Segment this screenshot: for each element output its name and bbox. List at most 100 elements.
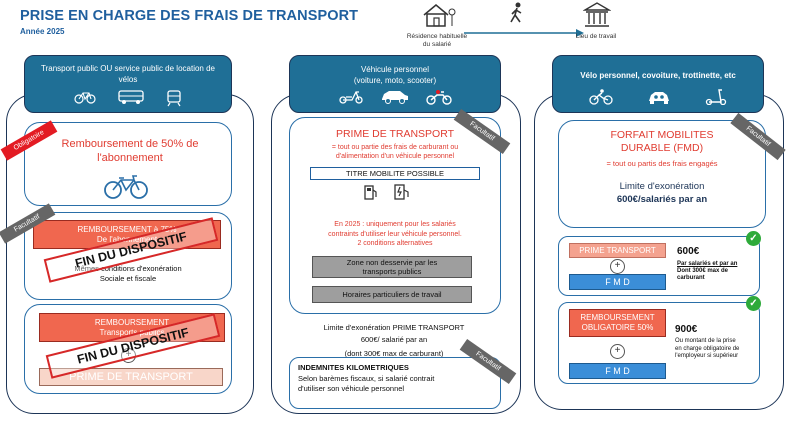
btn-remboursement-obligatoire: REMBOURSEMENT OBLIGATOIRE 50% bbox=[569, 309, 666, 337]
fmd-limit-line2: 600€/salariés par an bbox=[616, 194, 708, 205]
limit-prime-transport-line3: (dont 300€ max de carburant) bbox=[344, 349, 444, 358]
header-soft-mobility: Vélo personnel, covoiture, trottinette, … bbox=[552, 55, 764, 113]
box1-amount: 600€ bbox=[677, 246, 700, 257]
building-icon bbox=[583, 1, 611, 29]
header-personal-vehicle-line1: Véhicule personnel bbox=[360, 65, 430, 74]
fmd-title: FORFAIT MOBILITES DURABLE (FMD) bbox=[559, 129, 765, 155]
transport-icons bbox=[25, 90, 231, 107]
header-personal-vehicle-line2: (voiture, moto, scooter) bbox=[353, 76, 437, 85]
ik-text-line1: Selon barèmes fiscaux, si salarié contra… bbox=[298, 374, 435, 383]
bike-icon bbox=[74, 90, 96, 107]
header-soft-mobility-text: Vélo personnel, covoiture, trottinette, … bbox=[580, 71, 736, 80]
conditions-2025: En 2025 : uniquement pour les salariés c… bbox=[290, 220, 500, 249]
condition-zone-line1: Zone non desservie par les bbox=[346, 258, 438, 267]
scooter-icon bbox=[338, 89, 364, 105]
limit-prime-transport-line1: Limite d'exonération PRIME TRANSPORT bbox=[323, 323, 465, 332]
fmd-sub: = tout ou partis des frais engagés bbox=[606, 159, 718, 168]
card-fmd: FORFAIT MOBILITES DURABLE (FMD) = tout o… bbox=[558, 120, 766, 228]
train-icon bbox=[166, 90, 182, 107]
btn-prime-transport-fmd: PRIME TRANSPORT bbox=[569, 243, 666, 258]
btn-reimbursement-transports-line1: REMBOURSEMENT bbox=[94, 318, 170, 327]
limit-prime-transport: Limite d'exonération PRIME TRANSPORT 600… bbox=[289, 322, 499, 360]
prime-transport-box: PRIME DE TRANSPORT bbox=[39, 368, 223, 386]
home-label-line1: Résidence habituelle bbox=[406, 33, 468, 40]
btn-remboursement-obligatoire-line2: OBLIGATOIRE 50% bbox=[581, 323, 654, 332]
ik-text-line2: d'utiliser son véhicule personnel bbox=[298, 384, 405, 393]
box1-note-line3: carburant bbox=[677, 275, 705, 281]
card-remboursement-plus-fmd: REMBOURSEMENT OBLIGATOIRE 50% + F M D 90… bbox=[558, 302, 760, 384]
btn-reimbursement-transports-line2: Transports publics bbox=[99, 328, 165, 337]
conditions-text: Mêmes conditions d'exonération Sociale e… bbox=[25, 264, 231, 284]
btn-remboursement-obligatoire-line1: REMBOURSEMENT bbox=[580, 313, 655, 322]
btn-reimbursement-75-line2: De l'abonnement bbox=[96, 235, 158, 244]
btn-reimbursement-transports: REMBOURSEMENT Transports publics bbox=[39, 313, 225, 342]
fmd-limit: Limite d'exonération 600€/salariés par a… bbox=[559, 181, 765, 205]
ik-text: Selon barèmes fiscaux, si salarié contra… bbox=[298, 374, 434, 394]
conditions-line2: Sociale et fiscale bbox=[99, 274, 157, 283]
ik-title: INDEMNITES KILOMETRIQUES bbox=[298, 363, 409, 372]
flow-arrow bbox=[464, 24, 584, 42]
fmd-bar-box2: F M D bbox=[569, 363, 666, 379]
conditions-2025-line3: 2 conditions alternatives bbox=[357, 240, 433, 247]
btn-reimbursement-75-line1: REMBOURSEMENT à 75% bbox=[77, 225, 177, 234]
condition-zone-line2: transports publics bbox=[362, 267, 422, 276]
box2-note-line1: Ou montant de la prise bbox=[675, 338, 736, 344]
conditions-2025-line1: En 2025 : uniquement pour les salariés bbox=[334, 221, 456, 228]
check-icon-box2: ✓ bbox=[746, 296, 761, 311]
limit-prime-transport-line2: 600€/ salarié par an bbox=[360, 334, 428, 344]
check-icon-box1: ✓ bbox=[746, 231, 761, 246]
prime-transport-sub: = tout ou partie des frais de carburant … bbox=[290, 143, 500, 161]
bicycle-icon bbox=[103, 175, 149, 199]
walker-icon bbox=[508, 2, 526, 24]
card-reimbursement-75: REMBOURSEMENT à 75% De l'abonnement Même… bbox=[24, 212, 232, 300]
page-year: Année 2025 bbox=[20, 27, 65, 36]
prime-transport-sub-line1: = tout ou partie des frais de carburant … bbox=[331, 144, 459, 151]
card-reimbursement-50: Remboursement de 50% de l'abonnement bbox=[24, 122, 232, 206]
fmd-title-line2: DURABLE (FMD) bbox=[620, 142, 704, 154]
reimbursement-50-text: Remboursement de 50% de l'abonnement bbox=[61, 138, 199, 164]
condition-zone-non-desservie: Zone non desservie par les transports pu… bbox=[312, 256, 472, 278]
box2-note: Ou montant de la prise en charge obligat… bbox=[675, 338, 739, 361]
conditions-2025-line2: contraints d'utiliser leur véhicule pers… bbox=[328, 230, 462, 238]
header-public-transport: Transport public OU service public de lo… bbox=[24, 55, 232, 113]
conditions-line1: Mêmes conditions d'exonération bbox=[74, 264, 182, 273]
box1-note: Par salariés et par an Dont 300€ max de … bbox=[677, 261, 737, 282]
scooter-kick-icon bbox=[705, 89, 727, 105]
prime-transport-sub-line2: d'alimentation d'un véhicule personnel bbox=[335, 153, 455, 160]
ev-charger-icon bbox=[394, 183, 410, 200]
box1-note-line1: Par salariés et par an bbox=[677, 261, 738, 267]
motorbike-icon bbox=[426, 89, 452, 105]
condition-horaires: Horaires particuliers de travail bbox=[312, 286, 472, 303]
box2-note-line3: l'employeur si supérieur bbox=[675, 353, 739, 359]
card-public-transport-combined: REMBOURSEMENT Transports publics + PRIME… bbox=[24, 304, 232, 394]
home-label: Résidence habituelle du salarié bbox=[392, 33, 482, 49]
box2-note-line2: en charge obligatoire de bbox=[675, 345, 740, 352]
car-icon bbox=[380, 89, 410, 105]
work-label: Lieu de travail bbox=[575, 33, 617, 40]
box1-note-line2: Dont 300€ max de bbox=[677, 268, 729, 274]
fmd-bar-box1: F M D bbox=[569, 274, 666, 290]
prime-transport-title: PRIME DE TRANSPORT bbox=[335, 128, 455, 140]
card-prime-transport: PRIME DE TRANSPORT = tout ou partie des … bbox=[289, 117, 501, 314]
house-icon bbox=[420, 2, 456, 28]
card-indemnites-km: INDEMNITES KILOMETRIQUES Selon barèmes f… bbox=[289, 357, 501, 409]
fmd-limit-line1: Limite d'exonération bbox=[619, 181, 705, 192]
page-title: PRISE EN CHARGE DES FRAIS DE TRANSPORT bbox=[20, 8, 359, 24]
cyclist-icon bbox=[589, 89, 613, 105]
btn-reimbursement-75: REMBOURSEMENT à 75% De l'abonnement bbox=[33, 220, 221, 249]
fuel-pump-icon bbox=[364, 184, 378, 200]
bus-icon bbox=[118, 90, 144, 107]
card-prime-plus-fmd: PRIME TRANSPORT + F M D 600€ Par salarié… bbox=[558, 236, 760, 296]
vehicle-icons bbox=[290, 89, 500, 105]
titre-mobilite-box: TITRE MOBILITE POSSIBLE bbox=[310, 167, 480, 180]
home-label-line2: du salarié bbox=[422, 41, 452, 48]
carpool-icon bbox=[647, 89, 671, 105]
header-public-transport-text: Transport public OU service public de lo… bbox=[40, 64, 215, 84]
plus-icon-box2: + bbox=[610, 344, 625, 359]
fmd-title-line1: FORFAIT MOBILITES bbox=[610, 129, 714, 141]
soft-mobility-icons bbox=[553, 89, 763, 105]
plus-icon-col1: + bbox=[121, 348, 136, 363]
box2-amount: 900€ bbox=[675, 324, 698, 335]
plus-icon-box1: + bbox=[610, 259, 625, 274]
header-personal-vehicle: Véhicule personnel (voiture, moto, scoot… bbox=[289, 55, 501, 113]
